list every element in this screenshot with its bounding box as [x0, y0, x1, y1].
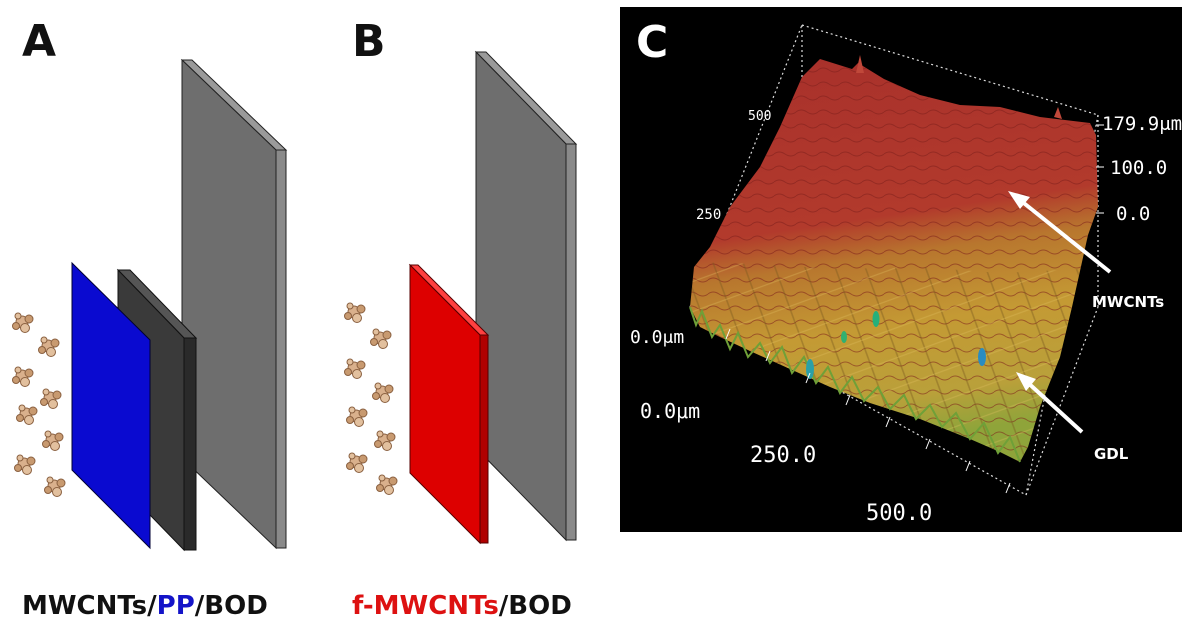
surface-profile-panel: C 179.9μm 100.0 0.0 500 250 0.0μm 0.0μm … — [620, 7, 1182, 532]
gdl-plate-b — [474, 50, 578, 542]
panel-a-label: A — [22, 16, 57, 67]
caption-a-pp: PP — [156, 591, 195, 621]
caption-a-bod: /BOD — [194, 591, 268, 621]
bod-enzyme-icon — [12, 312, 66, 497]
y-tick-500: 500 — [748, 109, 772, 124]
panel-b-label: B — [352, 16, 386, 67]
caption-a: MWCNTs/PP/BOD — [22, 593, 268, 619]
caption-a-mwcnts: MWCNTs/ — [22, 591, 157, 621]
caption-b: f-MWCNTs/BOD — [352, 593, 572, 619]
panel-c-label: C — [636, 17, 669, 68]
z-tick-mid: 100.0 — [1110, 157, 1168, 179]
panel-a-diagram — [12, 58, 288, 552]
panel-b-diagram — [344, 50, 578, 545]
y-tick-250: 250 — [696, 207, 722, 223]
y-tick-0: 0.0μm — [630, 327, 685, 348]
z-axis-ticks — [1096, 124, 1104, 214]
gdl-arrow — [1016, 372, 1084, 434]
x-tick-0: 0.0μm — [640, 399, 701, 423]
z-tick-max: 179.9μm — [1102, 113, 1183, 135]
gdl-label: GDL — [1094, 445, 1129, 463]
z-tick-min: 0.0 — [1116, 203, 1151, 225]
x-axis-ticks — [725, 328, 1011, 494]
bod-enzyme-icon — [344, 302, 398, 495]
x-tick-500: 500.0 — [866, 501, 933, 526]
caption-b-bod: /BOD — [498, 591, 572, 621]
mwcnts-label: MWCNTs — [1092, 293, 1165, 311]
pp-layer-a — [71, 261, 151, 550]
x-tick-250: 250.0 — [750, 443, 817, 468]
f-mwcnt-layer-b — [408, 263, 490, 545]
mwcnts-arrow — [1008, 191, 1112, 274]
caption-b-f-mwcnts: f-MWCNTs — [352, 591, 499, 621]
surface-3d — [689, 55, 1098, 463]
gdl-plate-a — [180, 58, 288, 550]
